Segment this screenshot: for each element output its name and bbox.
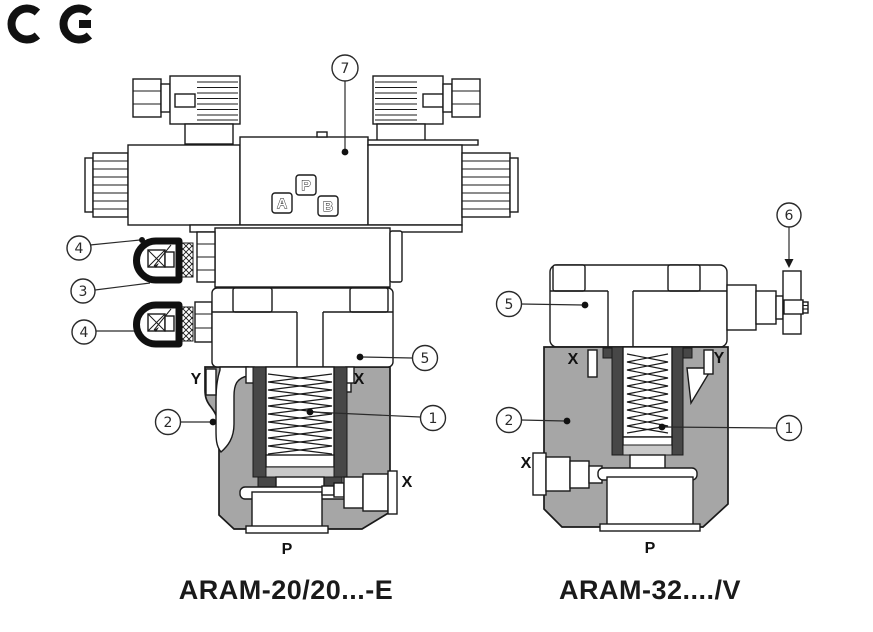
adjustment-cap-top [133,237,194,284]
solenoid-coil-left [127,144,241,226]
svg-text:1: 1 [785,421,794,437]
solenoid-valve-body: P A B [84,131,519,226]
port-label-y: Y [191,371,202,388]
port-label-p-valve: P [301,177,310,193]
svg-text:7: 7 [341,61,350,77]
callouts-left: 7 4 3 4 2 5 1 [66,54,447,436]
callout-7 [331,54,359,82]
din-connector-right [372,75,481,145]
connector-ribs [375,81,417,121]
svg-text:2: 2 [505,413,514,429]
callout-4b [71,319,97,345]
manual-override-cap-right [509,157,519,213]
aram-32-assembly: X Y X P 6 5 2 1 ARAM-32..../V [495,202,809,605]
callout-1-left [419,404,447,432]
port-label-x-top: X [568,351,579,368]
port-p-bore [597,467,701,532]
port-label-a: A [277,195,287,211]
svg-text:4: 4 [80,325,89,341]
callout-3 [70,278,96,304]
port-label-x-side: X [521,455,532,472]
main-valve-body-left: Y X X P [191,287,413,558]
svg-text:6: 6 [785,208,794,224]
port-x-fitting [321,470,398,515]
port-marks-apb: P A B [271,174,339,217]
svg-text:1: 1 [429,411,438,427]
cover-block [549,264,728,348]
svg-text:5: 5 [421,351,430,367]
port-label-p: P [282,541,293,558]
title-aram-32: ARAM-32..../V [559,575,741,605]
solenoid-coil-right [367,144,463,226]
callout-6 [776,202,802,228]
port-y-passage [205,368,217,396]
solenoid-pilot-valve: P A B [84,75,519,233]
callouts-right: 6 5 2 1 [495,202,803,442]
port-label-x-side: X [402,474,413,491]
svg-text:2: 2 [164,415,173,431]
svg-text:5: 5 [505,297,514,313]
ce-mark-logo [7,4,93,44]
callout-2-right [495,406,523,434]
port-label-x-top: X [354,371,365,388]
port-label-b: B [323,198,333,214]
din-connector-left [132,75,241,145]
title-aram-20: ARAM-20/20...-E [179,575,394,605]
callout-5-right [495,290,523,318]
callout-4a [66,235,92,261]
main-valve-body-right: X Y X P [521,346,729,557]
port-y-passage [703,349,714,375]
main-spring-cartridge [611,346,684,472]
port-x-passage [587,349,598,378]
cover-block [211,287,394,368]
callout-2-left [154,408,182,436]
svg-text:4: 4 [75,241,84,257]
port-x-fitting [532,452,609,496]
port-label-p: P [645,540,656,557]
manual-override-cap-left [84,157,94,213]
poppet [265,454,335,468]
subplate [196,227,403,288]
hand-knob [726,270,809,335]
port-label-y: Y [714,350,725,367]
aram-20-assembly: P A B [66,54,519,605]
main-spring-cartridge [245,366,355,492]
svg-text:3: 3 [79,284,88,300]
connector-ribs [197,81,238,121]
callout-5-left [411,344,439,372]
callout-1-right [775,414,803,442]
adjustment-cap-bottom [133,301,213,348]
